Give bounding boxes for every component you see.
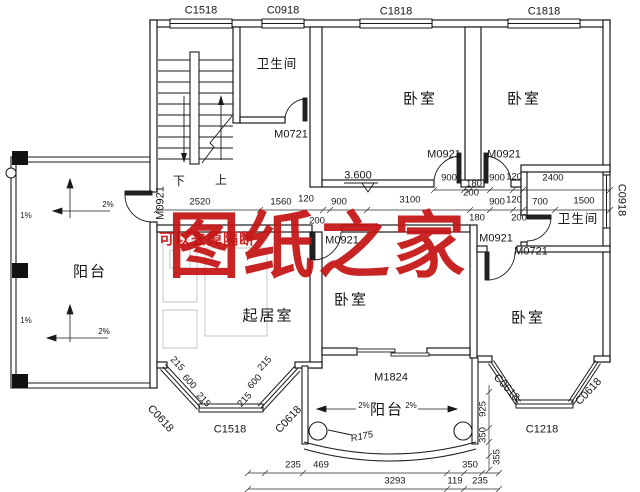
window-label-top-bath: C0918 <box>266 4 300 17</box>
dim-120-b: 120 <box>506 194 522 206</box>
dim-200-b: 200 <box>511 212 527 224</box>
room-label-bathroom-top: 卫生间 <box>256 55 298 71</box>
dim-bot-350: 350 <box>462 459 478 471</box>
level-mark-value: 3.600 <box>344 169 372 182</box>
window-label-bay-right-front: C1218 <box>525 423 559 436</box>
dim-355-v: 355 <box>491 449 503 465</box>
door-label-bath-top: M0721 <box>274 128 308 141</box>
door-label-bed-bottom-mid: M0921 <box>325 234 359 247</box>
window-label-right-bath: C0918 <box>615 183 628 217</box>
slope-arrows <box>45 177 459 413</box>
door-label-bed-top-right: M0921 <box>487 148 521 161</box>
dim-up-180: 180 <box>466 178 482 190</box>
window-symbols <box>169 18 611 413</box>
room-label-bedroom-bottom-right: 卧室 <box>510 308 546 327</box>
watermark-text: 图纸之家 <box>168 204 469 288</box>
slope-2pct-b: 2% <box>98 327 110 336</box>
dim-1500: 1500 <box>573 195 595 207</box>
room-label-living-room: 起居室 <box>242 306 294 325</box>
dim-up-900b: 900 <box>489 172 505 184</box>
dim-bot-235a: 235 <box>285 459 301 471</box>
dim-up-120: 120 <box>506 171 522 183</box>
bay-window-diagonals <box>160 360 601 412</box>
door-label-bath-right: M0721 <box>514 245 548 258</box>
dim-120: 120 <box>298 193 314 205</box>
door-label-bed-top-mid: M0921 <box>427 148 461 161</box>
room-label-bathroom-right: 卫生间 <box>557 210 599 226</box>
dimension-lines <box>153 186 614 492</box>
door-label-balcony-left: M0921 <box>154 186 167 220</box>
dim-2520: 2520 <box>189 196 211 208</box>
dim-200: 200 <box>309 215 325 227</box>
columns <box>12 151 28 388</box>
dim-up-900a: 900 <box>441 172 457 184</box>
dim-up-200: 200 <box>463 187 479 199</box>
room-label-bedroom-top-right: 卧室 <box>506 89 542 108</box>
dim-bot-235b: 235 <box>472 475 488 487</box>
dim-700: 700 <box>532 196 548 208</box>
slope-1pct-a: 1% <box>20 211 32 220</box>
slope-2pct-bottom-right: 2% <box>405 401 417 410</box>
living-room-furniture <box>162 239 268 349</box>
dim-1560: 1560 <box>270 196 292 208</box>
level-mark <box>344 182 378 193</box>
dim-350-v: 350 <box>477 427 489 443</box>
window-label-top-bed-right: C1818 <box>527 5 561 18</box>
dim-bot-3293: 3293 <box>384 475 406 487</box>
slope-2pct-bottom-left: 2% <box>358 401 370 410</box>
room-label-balcony-bottom: 阳台 <box>369 400 405 419</box>
red-note-text: 可以去掉隔断 <box>159 230 256 248</box>
dim-up-2400: 2400 <box>542 172 564 184</box>
dim-bot-469: 469 <box>313 459 329 471</box>
door-label-balcony-bottom: M1824 <box>374 371 408 384</box>
window-label-bay-left-front: C1518 <box>213 423 247 436</box>
dim-900: 900 <box>331 196 347 208</box>
room-label-bedroom-bottom-mid: 卧室 <box>333 290 369 309</box>
room-label-bedroom-top-mid: 卧室 <box>402 89 438 108</box>
dim-900-b: 900 <box>489 196 505 208</box>
window-label-top-stair: C1518 <box>184 4 218 17</box>
dim-3100: 3100 <box>399 194 421 206</box>
bottom-balcony <box>301 357 479 462</box>
door-label-bed-bottom-right: M0921 <box>479 232 513 245</box>
door-symbols <box>124 97 552 357</box>
stairs-up-label: 上 <box>214 173 228 187</box>
interior-walls <box>156 26 611 369</box>
dim-925: 925 <box>477 401 489 417</box>
staircase <box>158 51 233 165</box>
slope-2pct-a: 2% <box>102 200 114 209</box>
dim-180-b: 180 <box>469 212 485 224</box>
window-label-top-bed-mid: C1818 <box>379 5 413 18</box>
slope-1pct-b: 1% <box>20 316 32 325</box>
corner-post-circle <box>5 167 17 179</box>
outer-walls <box>149 19 611 389</box>
dim-bot-119: 119 <box>447 475 463 487</box>
stairs-down-label: 下 <box>172 174 186 188</box>
room-label-balcony-left: 阳台 <box>72 262 108 281</box>
